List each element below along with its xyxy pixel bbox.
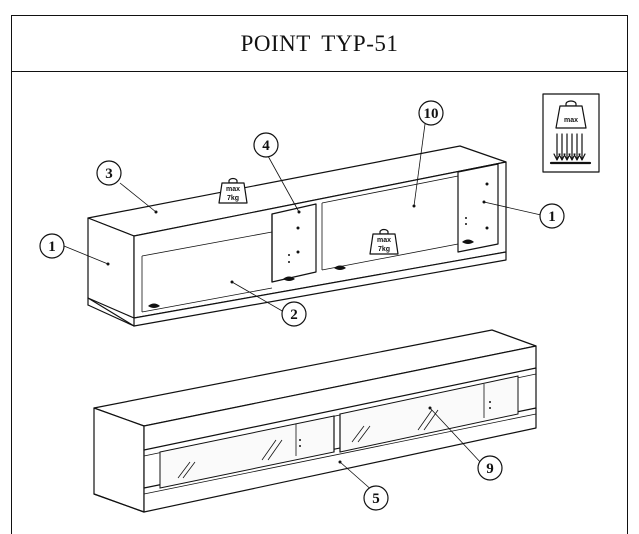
callout-5: 5 [363, 485, 389, 511]
hinge-icon [148, 239, 474, 308]
callout-10: 10 [418, 100, 444, 126]
weight-badge-bottom-kg: 7kg [378, 246, 390, 253]
weight-icon: max [555, 100, 587, 129]
callout-leaders [63, 123, 542, 493]
weight-badge-bottom-max: max [377, 237, 391, 244]
weight-badge-top-max: max [226, 186, 240, 193]
load-warning-icon: max [542, 93, 600, 173]
callout-10-label: 10 [424, 106, 439, 122]
callout-1-left-label: 1 [48, 239, 56, 255]
shelf-divider-left [271, 203, 317, 283]
callout-9: 9 [477, 455, 503, 481]
weight-badge-top: max 7kg [218, 177, 248, 204]
page-frame: POINT TYP-51 [11, 15, 628, 534]
callout-5-label: 5 [372, 491, 380, 507]
callout-4: 4 [253, 132, 279, 158]
callout-1-right-label: 1 [548, 209, 556, 225]
callout-3-label: 3 [105, 166, 113, 182]
weight-badge-bottom: max 7kg [369, 228, 399, 255]
tv-cabinet [93, 329, 537, 513]
callout-2-label: 2 [290, 307, 298, 323]
callout-1-right: 1 [539, 203, 565, 229]
callout-2: 2 [281, 301, 307, 327]
load-arrows-icon [549, 133, 592, 165]
shelf-divider-right [457, 163, 499, 253]
shelf-left-side-panel [87, 217, 135, 319]
icon-box-label: max [564, 117, 578, 124]
shelf-bottom-panel [133, 251, 507, 327]
header-bar: POINT TYP-51 [12, 16, 627, 72]
callout-3: 3 [96, 160, 122, 186]
wall-shelf: max 7kg max 7kg [87, 145, 507, 327]
weight-badge-top-kg: 7kg [227, 195, 239, 202]
callout-4-label: 4 [262, 138, 270, 154]
page-title: POINT TYP-51 [240, 30, 399, 56]
callout-9-label: 9 [486, 461, 494, 477]
callout-1-left: 1 [39, 233, 65, 259]
